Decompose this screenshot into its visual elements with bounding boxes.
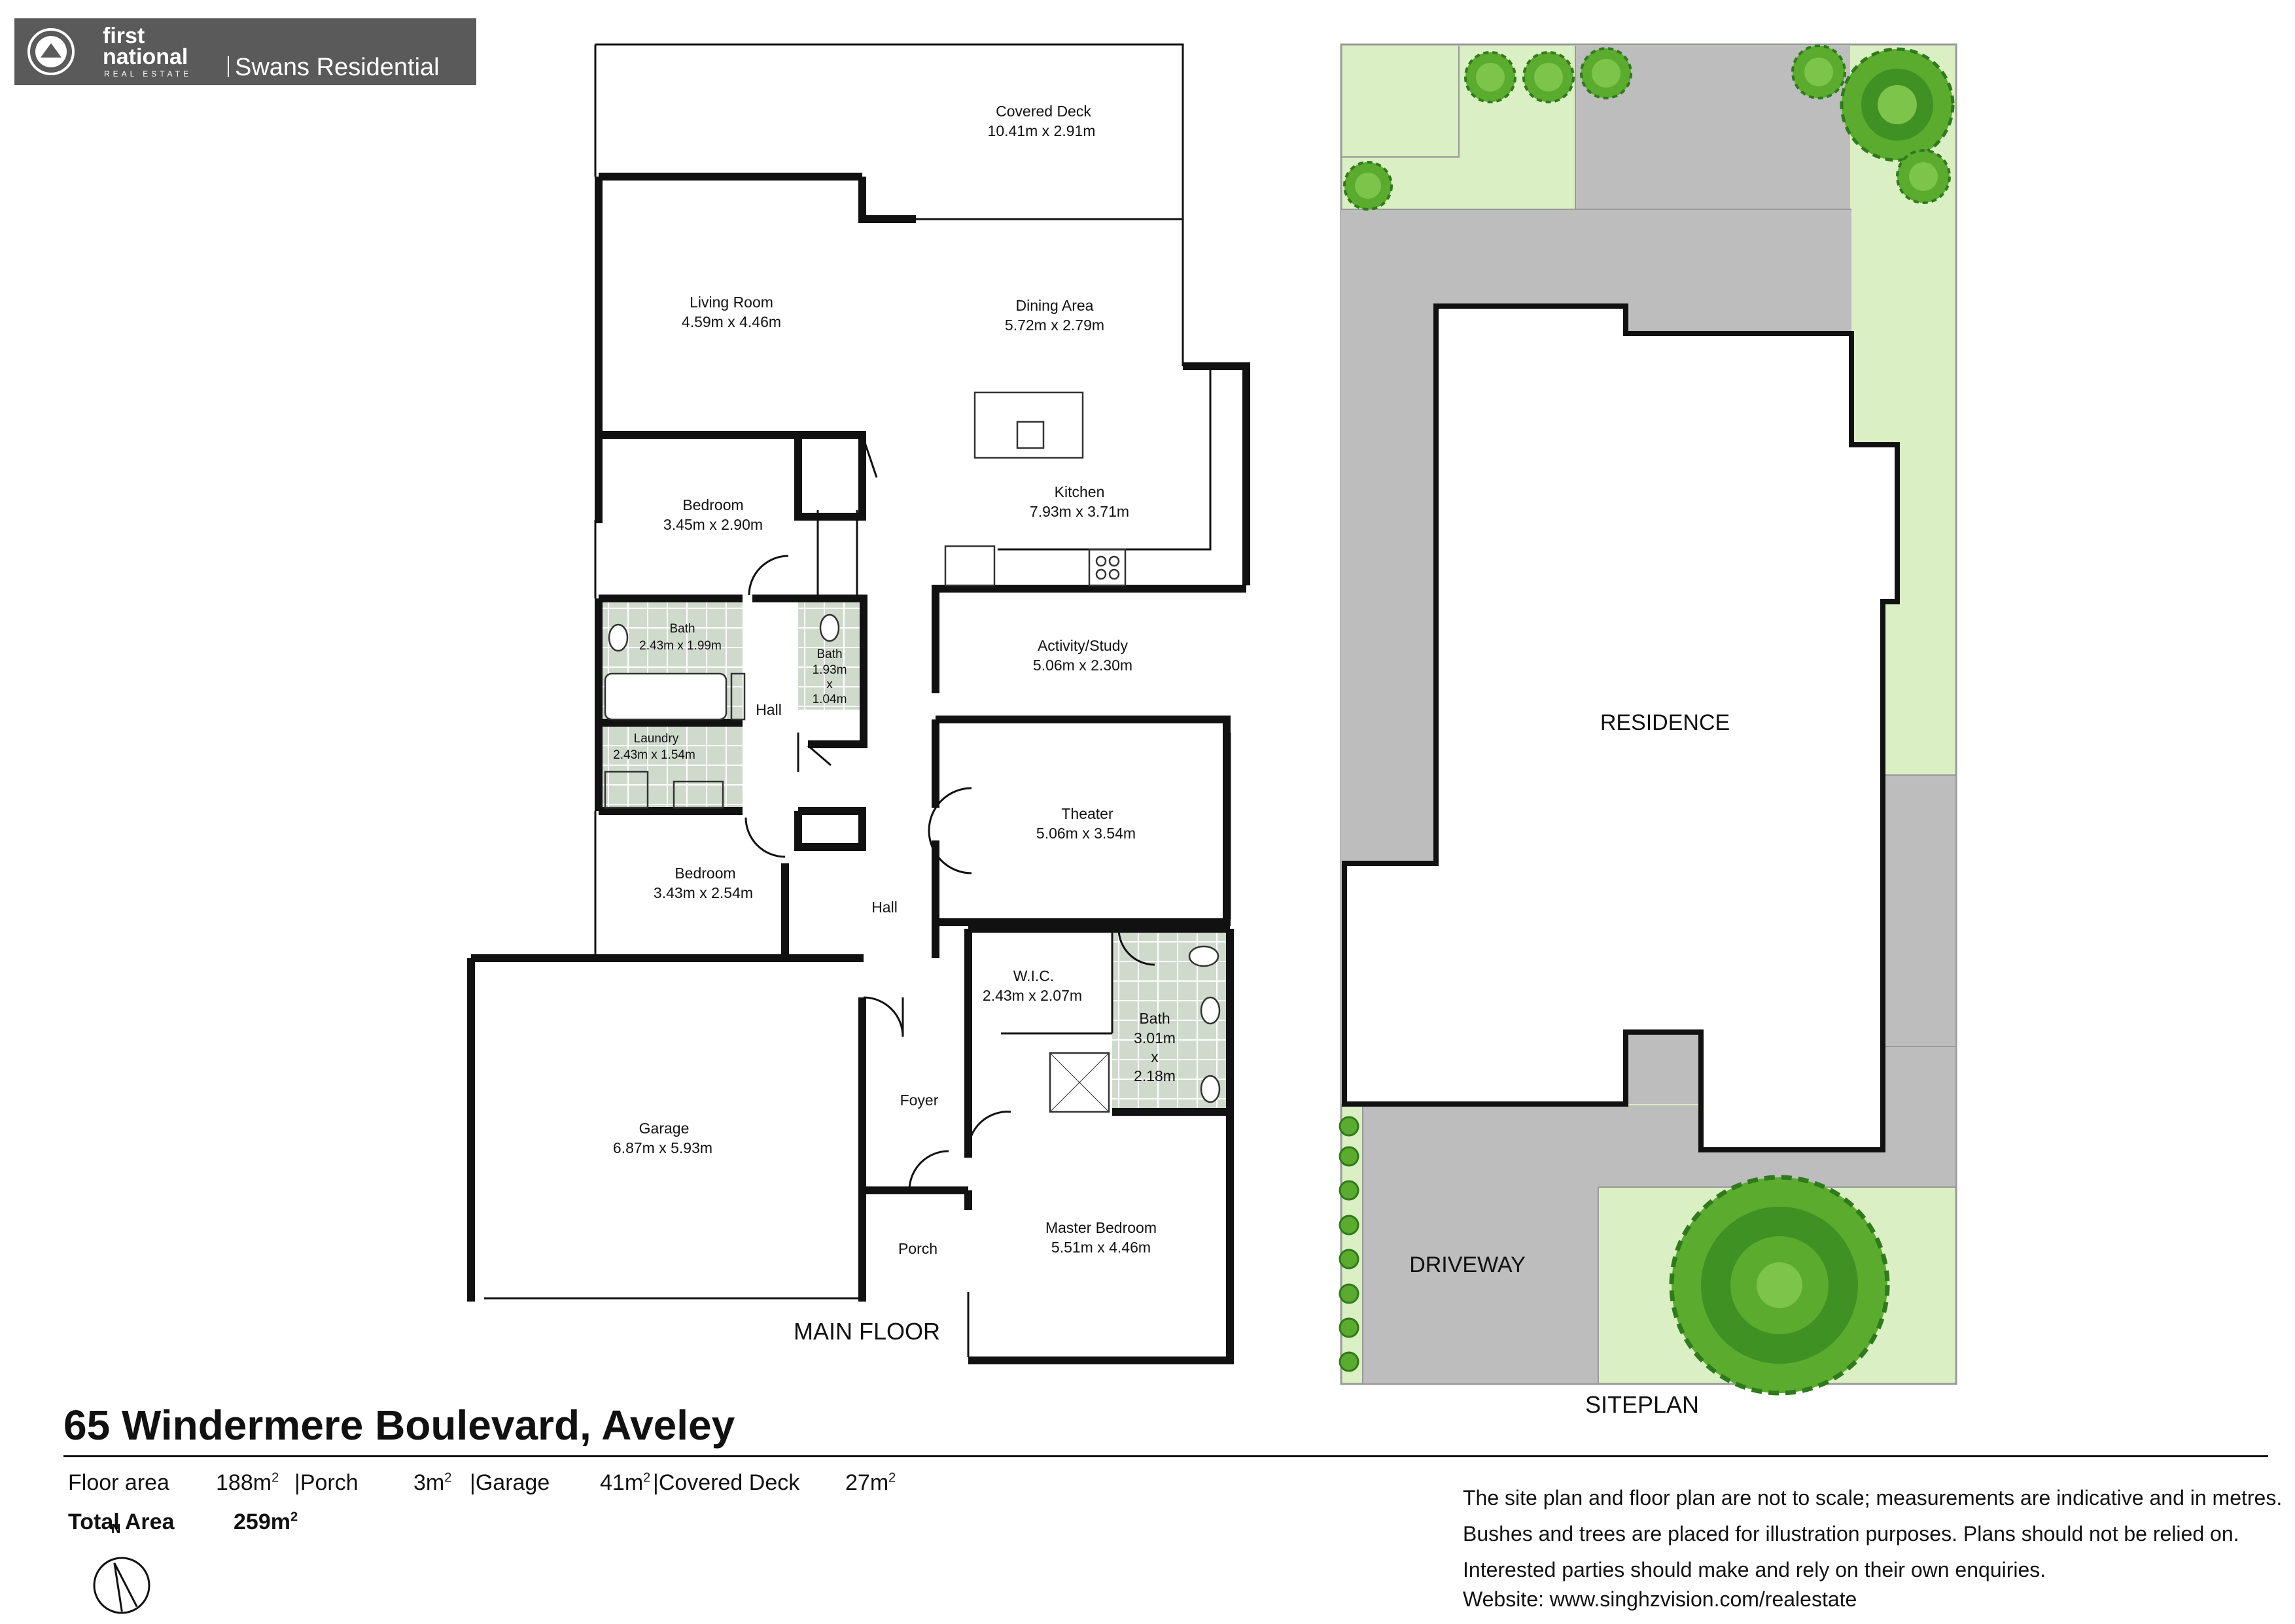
hall-lower-label: Hall <box>871 899 898 916</box>
covered-deck-area-value: 27m2 <box>845 1470 896 1495</box>
bath2-size-h: 1.04m <box>813 693 847 706</box>
property-address: 65 Windermere Boulevard, Aveley <box>63 1402 735 1449</box>
ensuite-size-h: 2.18m <box>1134 1067 1176 1084</box>
disclaimer-line-2: Bushes and trees are placed for illustra… <box>1463 1522 2239 1546</box>
floor-plan-title: MAIN FLOOR <box>794 1318 940 1345</box>
agency-name: Swans Residential <box>235 54 440 81</box>
hall-upper-label: Hall <box>756 701 782 718</box>
compass-label: N <box>111 1522 120 1536</box>
first-national-logo-icon <box>27 28 75 75</box>
garage-name: Garage <box>639 1120 690 1137</box>
dining-area-name: Dining Area <box>1016 297 1094 314</box>
bedroom1-name: Bedroom <box>682 496 743 513</box>
residence-outline <box>1342 303 1900 1152</box>
floor-plan: Covered Deck 10.41m x 2.91m Living Room … <box>467 43 1250 1364</box>
master-bedroom-name: Master Bedroom <box>1045 1219 1157 1236</box>
brand-logo: first national REAL ESTATE Swans Residen… <box>14 18 476 85</box>
wic-name: W.I.C. <box>1013 967 1055 984</box>
footer-divider <box>63 1455 2268 1457</box>
driveway-label: DRIVEWAY <box>1409 1253 1526 1277</box>
wic-size: 2.43m x 2.07m <box>983 987 1082 1004</box>
disclaimer-line-3: Interested parties should make and rely … <box>1463 1558 2046 1581</box>
brand-line2: national <box>103 44 188 69</box>
master-bedroom-size: 5.51m x 4.46m <box>1051 1239 1151 1256</box>
ensuite-size-x: x <box>1151 1048 1159 1065</box>
ensuite-size-w: 3.01m <box>1134 1029 1176 1046</box>
brand-tagline: REAL ESTATE <box>104 69 192 78</box>
living-room-size: 4.59m x 4.46m <box>682 313 781 330</box>
garage-area-value: 41m2 <box>600 1470 651 1495</box>
residence-label: RESIDENCE <box>1600 710 1730 735</box>
brand-line1: first <box>103 24 145 48</box>
bath1-size: 2.43m x 1.99m <box>639 639 722 653</box>
bath2-size-x: x <box>826 678 833 691</box>
bath1-name: Bath <box>669 622 695 636</box>
logo-separator <box>228 56 229 77</box>
bedroom2-size: 3.43m x 2.54m <box>654 884 753 901</box>
kitchen-fixtures <box>944 391 1127 587</box>
porch-area-value: 3m2 <box>413 1470 452 1495</box>
covered-deck-size: 10.41m x 2.91m <box>988 122 1096 139</box>
covered-deck-area-label: |Covered Deck <box>653 1470 800 1495</box>
dining-area-size: 5.72m x 2.79m <box>1005 317 1104 334</box>
bath2-name: Bath <box>816 648 842 661</box>
bath-fixtures <box>604 613 1221 1113</box>
north-arrow: N <box>90 1516 156 1621</box>
kitchen-size: 7.93m x 3.71m <box>1030 503 1129 520</box>
theater-name: Theater <box>1061 805 1113 822</box>
hedge-bush-icons <box>1339 1116 1359 1372</box>
floor-area-label: Floor area <box>68 1470 169 1495</box>
living-room-name: Living Room <box>690 294 773 311</box>
website-line: Website: www.singhzvision.com/realestate <box>1463 1587 1857 1611</box>
compass-icon: N <box>93 1522 150 1614</box>
ensuite-name: Bath <box>1139 1010 1170 1027</box>
bedroom2-name: Bedroom <box>674 865 735 882</box>
laundry-name: Laundry <box>634 732 679 746</box>
bedroom1-size: 3.45m x 2.90m <box>663 516 763 533</box>
laundry-tiles <box>602 725 743 810</box>
covered-deck-name: Covered Deck <box>996 103 1091 120</box>
activity-study-size: 5.06m x 2.30m <box>1033 657 1132 674</box>
siteplan-title: SITEPLAN <box>1585 1391 1699 1418</box>
total-area-value: 259m2 <box>234 1510 298 1534</box>
total-area-label: Total Area <box>68 1510 175 1534</box>
tree-icons <box>1343 44 1955 1396</box>
disclaimer-line-1: The site plan and floor plan are not to … <box>1463 1486 2283 1510</box>
porch-area-label: |Porch <box>294 1470 359 1495</box>
floor-area-value: 188m2 <box>216 1470 279 1495</box>
porch-label: Porch <box>898 1240 937 1257</box>
site-plan: RESIDENCE DRIVEWAY SITEPLAN <box>1339 43 1957 1418</box>
kitchen-name: Kitchen <box>1055 483 1105 500</box>
garage-area-label: |Garage <box>470 1470 550 1495</box>
theater-size: 5.06m x 3.54m <box>1036 825 1136 842</box>
laundry-size: 2.43m x 1.54m <box>613 748 695 762</box>
activity-study-name: Activity/Study <box>1038 637 1129 654</box>
bath2-size-w: 1.93m <box>813 663 847 677</box>
foyer-label: Foyer <box>900 1092 939 1109</box>
garage-size: 6.87m x 5.93m <box>613 1139 712 1156</box>
